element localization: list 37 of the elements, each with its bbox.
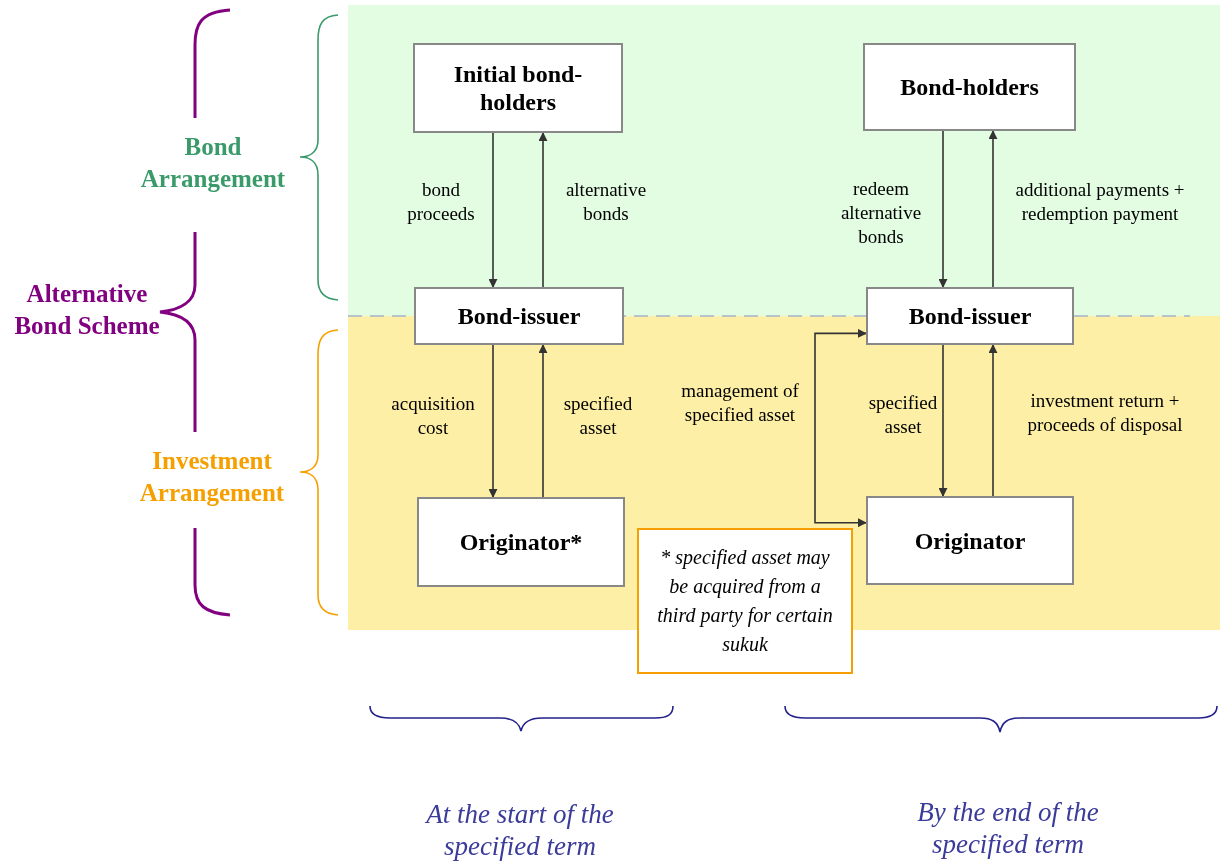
- party-box: [413, 43, 623, 133]
- arrow: [988, 344, 998, 497]
- arrow: [988, 130, 998, 288]
- edge-label: bond proceeds: [406, 178, 476, 226]
- edge-label: investment return + proceeds of disposal: [1026, 389, 1184, 437]
- arrow: [938, 130, 948, 288]
- arrow: [538, 344, 548, 498]
- period-label: By the end of the specified term: [916, 796, 1100, 860]
- edge-label: redeem alternative bonds: [839, 177, 923, 249]
- edge-label: specified asset: [562, 392, 634, 440]
- node-label: * specified asset may be acquired from a third party for certain sukuk: [656, 545, 834, 657]
- node-label: Initial bond-holders: [452, 60, 584, 116]
- node-label: Bond-issuer: [457, 302, 581, 330]
- arrow: [938, 344, 948, 497]
- edge-label: acquisition cost: [390, 392, 476, 440]
- section-label: Alternative Bond Scheme: [13, 279, 161, 341]
- node-label: Bond-issuer: [908, 302, 1032, 330]
- section-label: Bond Arrangement: [139, 132, 287, 194]
- edge-label: additional payments + redemption payment: [1014, 178, 1186, 226]
- party-box: [417, 497, 625, 587]
- party-box: [863, 43, 1076, 131]
- arrow: [488, 344, 498, 498]
- party-box: [866, 496, 1074, 585]
- party-box: [414, 287, 624, 345]
- node-label: Bond-holders: [900, 73, 1039, 101]
- party-box: [866, 287, 1074, 345]
- note-box: [637, 528, 853, 674]
- node-label: Originator*: [459, 528, 583, 556]
- edge-label: management of specified asset: [680, 379, 800, 427]
- edge-label: alternative bonds: [564, 178, 648, 226]
- arrow: [488, 132, 498, 288]
- period-label: At the start of the specified term: [424, 798, 615, 862]
- edge-label: specified asset: [867, 391, 939, 439]
- arrow: [814, 328, 867, 528]
- section-label: Investment Arrangement: [138, 446, 286, 508]
- arrow: [538, 132, 548, 288]
- node-label: Originator: [914, 526, 1026, 555]
